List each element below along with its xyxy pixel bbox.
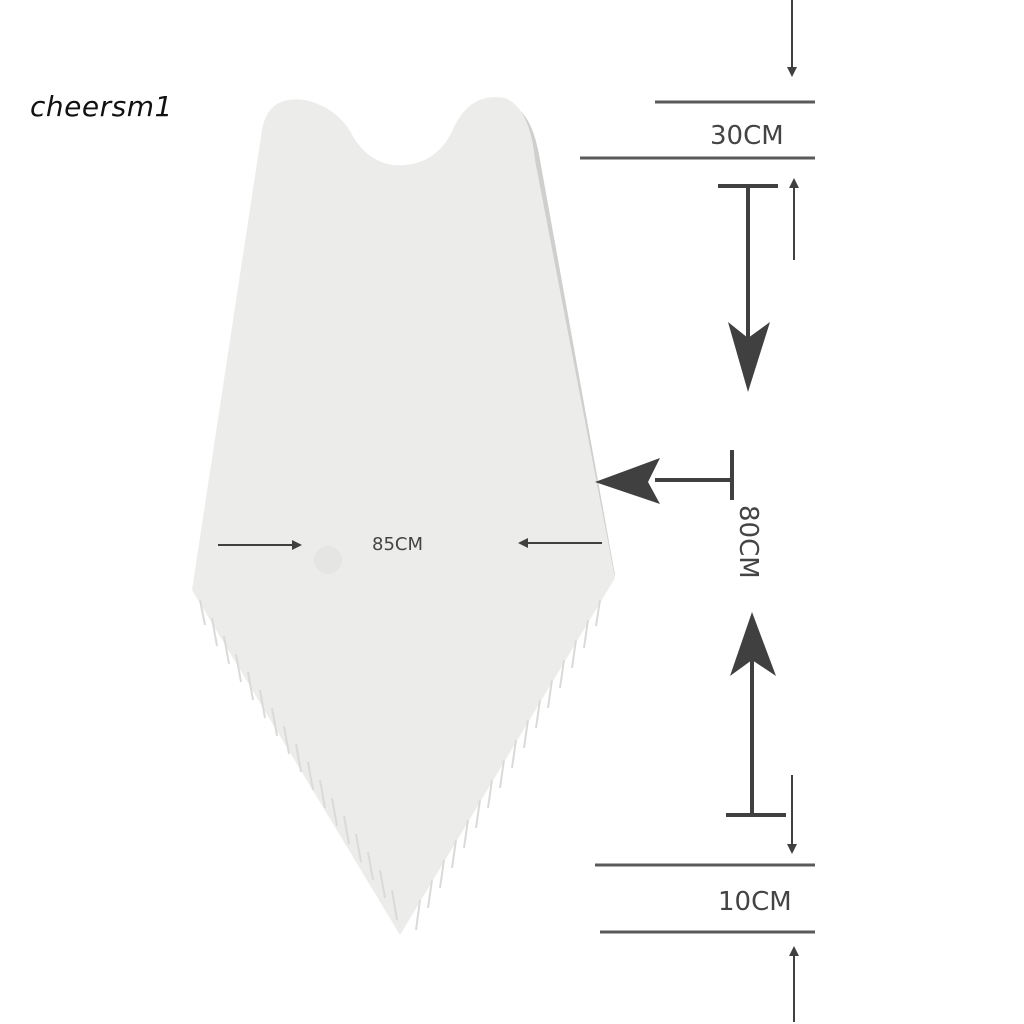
side-pointer-arrow <box>595 450 734 504</box>
poncho-front-body <box>192 97 615 936</box>
collar-label: 30CM <box>710 121 784 151</box>
garment-blur-mark <box>314 546 342 574</box>
width-label: 85CM <box>372 534 423 555</box>
poncho-fringe <box>199 599 601 931</box>
length-arrow-down <box>718 184 778 392</box>
brand-watermark: cheersm1 <box>30 90 173 123</box>
length-arrow-up <box>726 612 786 817</box>
length-label: 80CM <box>733 505 763 579</box>
fringe-label: 10CM <box>718 887 792 917</box>
